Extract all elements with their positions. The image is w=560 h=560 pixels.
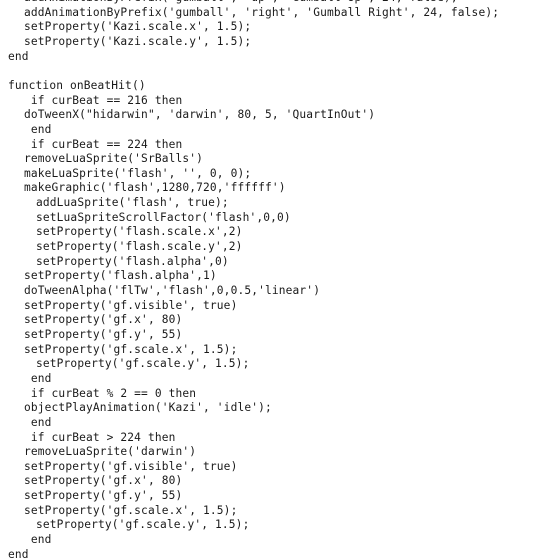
code-line: setProperty('Kazi.scale.x', 1.5); xyxy=(24,20,252,34)
code-line: function onBeatHit() xyxy=(8,78,146,92)
code-line: setLuaSpriteScrollFactor('flash',0,0) xyxy=(36,210,291,224)
code-line: doTweenX("hidarwin", 'darwin', 80, 5, 'Q… xyxy=(24,108,376,122)
code-line: makeLuaSprite('flash', '', 0, 0); xyxy=(24,166,252,180)
code-line: makeGraphic('flash',1280,720,'ffffff') xyxy=(24,181,286,195)
code-line: setProperty('Kazi.scale.y', 1.5); xyxy=(24,34,252,48)
code-line: end xyxy=(24,122,52,136)
code-line: setProperty('flash.scale.x',2) xyxy=(36,225,243,239)
code-line: setProperty('flash.alpha',0) xyxy=(36,254,229,268)
code-line: end xyxy=(8,547,29,560)
code-line: removeLuaSprite('darwin') xyxy=(24,445,197,459)
code-line: end xyxy=(24,371,52,385)
code-line: end xyxy=(24,533,52,547)
code-line: doTweenAlpha('flTw','flash',0,0.5,'linea… xyxy=(24,284,321,297)
code-line: removeLuaSprite('SrBalls') xyxy=(24,152,204,166)
code-line: setProperty('gf.scale.y', 1.5); xyxy=(36,357,250,371)
code-line: setProperty('flash.alpha',1) xyxy=(24,269,217,283)
code-line: setProperty('gf.y', 55) xyxy=(24,327,183,341)
code-line: if curBeat == 224 then xyxy=(24,137,183,151)
code-line: end xyxy=(24,415,52,429)
code-line: setProperty('gf.x', 80) xyxy=(24,474,183,488)
code-line: addAnimationByPrefix('gumball', 'up', 'G… xyxy=(24,0,458,6)
code-line: setProperty('gf.scale.x', 1.5); xyxy=(24,342,238,356)
code-line: end xyxy=(8,49,29,63)
code-line: setProperty('gf.scale.y', 1.5); xyxy=(36,518,250,532)
code-line: if curBeat > 224 then xyxy=(24,430,176,444)
code-line: setProperty('flash.scale.y',2) xyxy=(36,240,243,254)
code-line: addLuaSprite('flash', true); xyxy=(36,196,229,210)
code-line: objectPlayAnimation('Kazi', 'idle'); xyxy=(24,401,272,415)
code-line: setProperty('gf.x', 80) xyxy=(24,313,183,327)
code-line: setProperty('gf.visible', true) xyxy=(24,298,238,312)
code-line: if curBeat == 216 then xyxy=(24,93,183,107)
code-line: if curBeat % 2 == 0 then xyxy=(24,386,197,400)
code-line: setProperty('gf.y', 55) xyxy=(24,489,183,503)
code-line: addAnimationByPrefix('gumball', 'right',… xyxy=(24,5,500,19)
code-line: setProperty('gf.scale.x', 1.5); xyxy=(24,503,238,517)
code-line: setProperty('gf.visible', true) xyxy=(24,459,238,473)
